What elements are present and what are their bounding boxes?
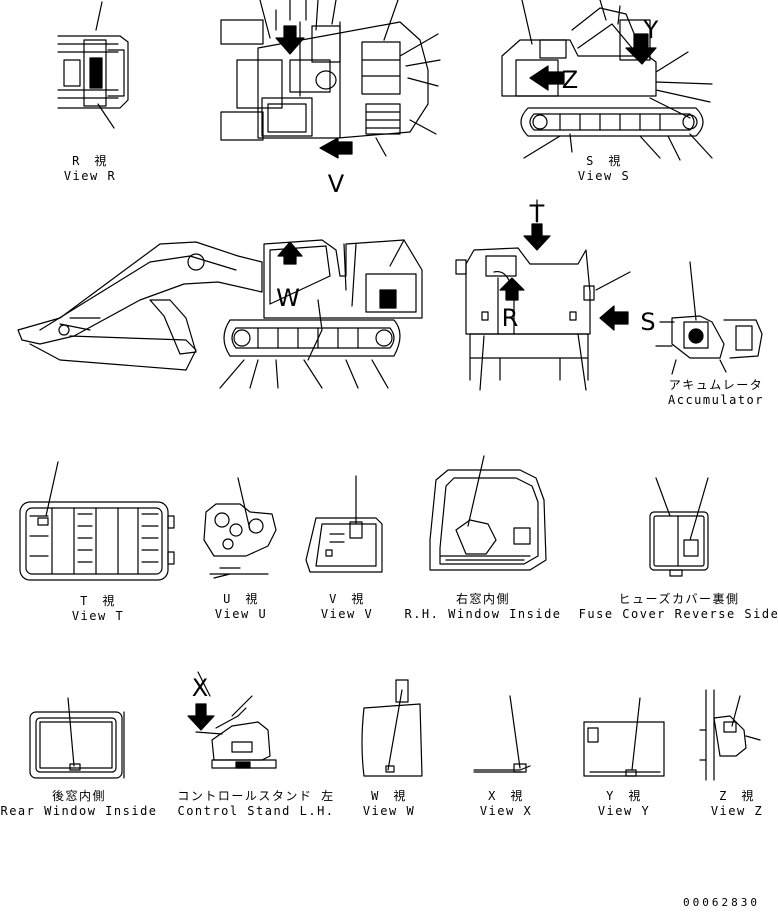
view-letter-v: V [327,170,345,198]
view-t-drawing [19,461,175,581]
caption-fuse-cover: ヒューズカバー裏側 Fuse Cover Reverse Side [578,592,778,621]
view-letter-x: X [191,674,209,702]
caption-view-s: S 視 View S [577,154,631,183]
fuse-cover-drawing [649,477,709,577]
view-letter-w: W [276,284,300,312]
caption-view-r: R 視 View R [63,154,117,183]
view-w-drawing [361,679,423,777]
rear-view-drawing [455,199,631,391]
caption-view-v: V 視 View V [320,592,374,621]
view-letter-r: R [501,304,519,332]
rear-window-drawing [29,697,125,779]
caption-control-stand: コントロールスタンド 左 Control Stand L.H. [177,789,335,818]
view-r-drawing [57,1,129,129]
control-stand-drawing [187,671,277,769]
rh-window-drawing [429,455,547,571]
caption-view-w: W 視 View W [362,789,416,818]
excavator-side-drawing [17,239,423,389]
view-letter-t: T [529,200,545,228]
view-s-drawing [501,0,713,161]
accumulator-drawing [655,261,763,375]
view-y-drawing [583,697,665,777]
view-z-drawing [699,689,761,781]
view-letter-z: Z [561,66,579,94]
caption-view-u: U 視 View U [214,592,268,621]
document-id: 00062830 [683,896,760,909]
caption-view-z: Z 視 View Z [710,789,764,818]
view-letter-y: Y [643,16,659,44]
view-letter-s: S [640,308,656,336]
caption-rh-window: 右窓内側 R.H. Window Inside [404,592,562,621]
caption-accumulator: アキュムレータ Accumulator [668,378,764,407]
caption-view-t: T 視 View T [71,594,125,623]
caption-view-x: X 視 View X [479,789,533,818]
view-u-drawing [203,477,277,579]
view-x-drawing [473,695,531,773]
caption-view-y: Y 視 View Y [597,789,651,818]
top-plan-drawing [220,0,441,159]
view-v-drawing [305,475,383,573]
caption-rear-window: 後窓内側 Rear Window Inside [0,789,158,818]
